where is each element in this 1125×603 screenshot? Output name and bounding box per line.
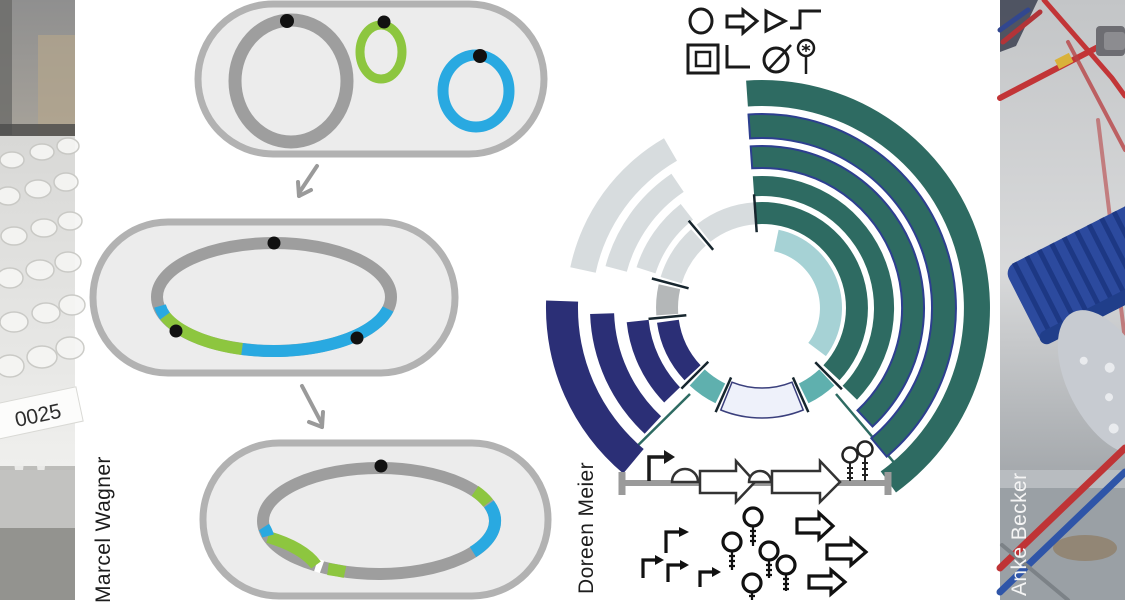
credit-marcel-wagner: Marcel Wagner [92,456,115,603]
bench-edge [0,470,75,530]
fused-segment-blue [241,306,394,358]
teal-arc-3 [747,113,957,459]
step-down-terminator-icon [725,45,750,69]
ori-dot-blue [473,49,487,63]
merge-arrow-2 [300,384,325,429]
triangle-insulator-icon [764,8,789,34]
right-photo-strip [996,0,1125,600]
bench-surface [0,528,75,600]
genetic-symbol-legend [686,6,821,75]
scatter-cds-arrow-1 [795,509,836,543]
ring-seg-highlight [719,381,805,419]
cell-top [194,0,548,158]
ori-dot-green [377,15,391,29]
scattered-parts [641,506,869,600]
teal-arc-4 [746,80,990,493]
scatter-terminator-icon-4 [775,554,797,591]
segment-tick-5 [648,314,687,321]
plate-wells [0,137,86,378]
segment-gap-white [314,558,325,574]
segment-tick-7 [687,219,715,251]
navy-arc-2 [590,313,662,434]
yellow-cable-band [1054,52,1074,70]
scatter-terminator-icon-1 [742,506,764,546]
cell-middle [89,218,459,377]
construct-cds-arrow-2 [770,457,842,506]
ring-seg-teal-left [689,369,726,404]
construct-rbs-icon-1 [670,467,700,484]
scatter-promoter-icon-2 [641,555,664,578]
plate-top-edge [0,124,75,136]
ori-dot-single [374,459,388,473]
origin-circle-icon [688,7,714,35]
genome-plot-panel [545,6,990,600]
gray-arc-3 [570,138,677,273]
construct-terminator-1 [841,446,859,481]
credit-anke-becker: Anke Becker [1008,472,1031,596]
left-photo-strip: 0025 [0,0,86,600]
construct-cds-arrow-1 [698,457,757,506]
scatter-promoter-icon-3 [666,560,689,582]
scatter-terminator-icon-5 [741,572,763,600]
construct-diagram [618,440,892,506]
scatter-promoter-icon-1 [664,527,689,553]
ori-dot-on-blue [350,331,364,345]
segment-blue-right [469,500,502,558]
step-up-promoter-icon [790,9,821,30]
gray-arc-2 [605,173,684,272]
segment-tick-0 [752,194,758,233]
teal-arc-2 [749,145,925,428]
fused-segment-blue-sliver [154,304,170,320]
plasmid-merge-panel [89,0,552,600]
gray-arc-1 [636,204,693,274]
left-photo-dark-edge [0,0,12,135]
segment-green-left [266,531,321,569]
ori-dot-top [267,236,281,250]
ring-seg-teal-main [754,202,868,381]
fused-segment-green [160,312,243,355]
cds-block-arrow-icon [725,6,760,37]
cell-bottom [199,439,552,600]
ring-seg-gray-2 [696,202,757,242]
teal-arc-1 [752,175,895,400]
scatter-terminator-icon-2 [721,531,743,570]
ring-seg-gray-dark [656,284,681,316]
segment-tick-4 [680,360,710,390]
segment-green-small [327,563,347,578]
construct-rbs-icon-2 [747,469,773,484]
hairpin-star-icon [796,38,816,74]
segment-tick-6 [651,277,689,290]
scatter-promoter-icon-4 [698,567,721,587]
ori-dot-gray [280,14,294,28]
segment-tick-2 [791,376,810,413]
genome-boundary-ticks [648,194,843,413]
genome-arc-tracks [545,80,990,493]
ring-seg-navy [657,319,701,381]
credit-doreen-meier: Doreen Meier [575,461,598,594]
merge-arrow-1 [296,164,319,198]
inner-arc-cyan [774,229,843,357]
navy-arc-3 [545,300,644,474]
scatter-cds-arrow-2 [825,535,869,569]
ring-seg-teal-right [798,369,835,404]
ring-seg-gray-1 [660,229,706,284]
double-square-icon [686,43,720,75]
segment-blue-sliver-left [258,523,274,538]
crossed-circle-icon [762,44,792,74]
bench-stain [1053,535,1117,561]
construct-terminator-2 [856,440,874,481]
scatter-cds-arrow-3 [807,566,848,598]
frosted-bottle [1057,310,1125,454]
ori-dot-on-green [169,324,183,338]
plate-label: 0025 [0,386,84,440]
segment-green-right [471,486,493,507]
navy-arc-1 [626,319,680,403]
segment-tick-3 [714,376,733,413]
construct-promoter-icon [647,450,675,481]
segment-tick-1 [814,361,843,391]
scatter-terminator-icon-3 [758,540,780,578]
metal-connector-tip [1104,32,1125,50]
bottom-cables [996,444,1125,600]
